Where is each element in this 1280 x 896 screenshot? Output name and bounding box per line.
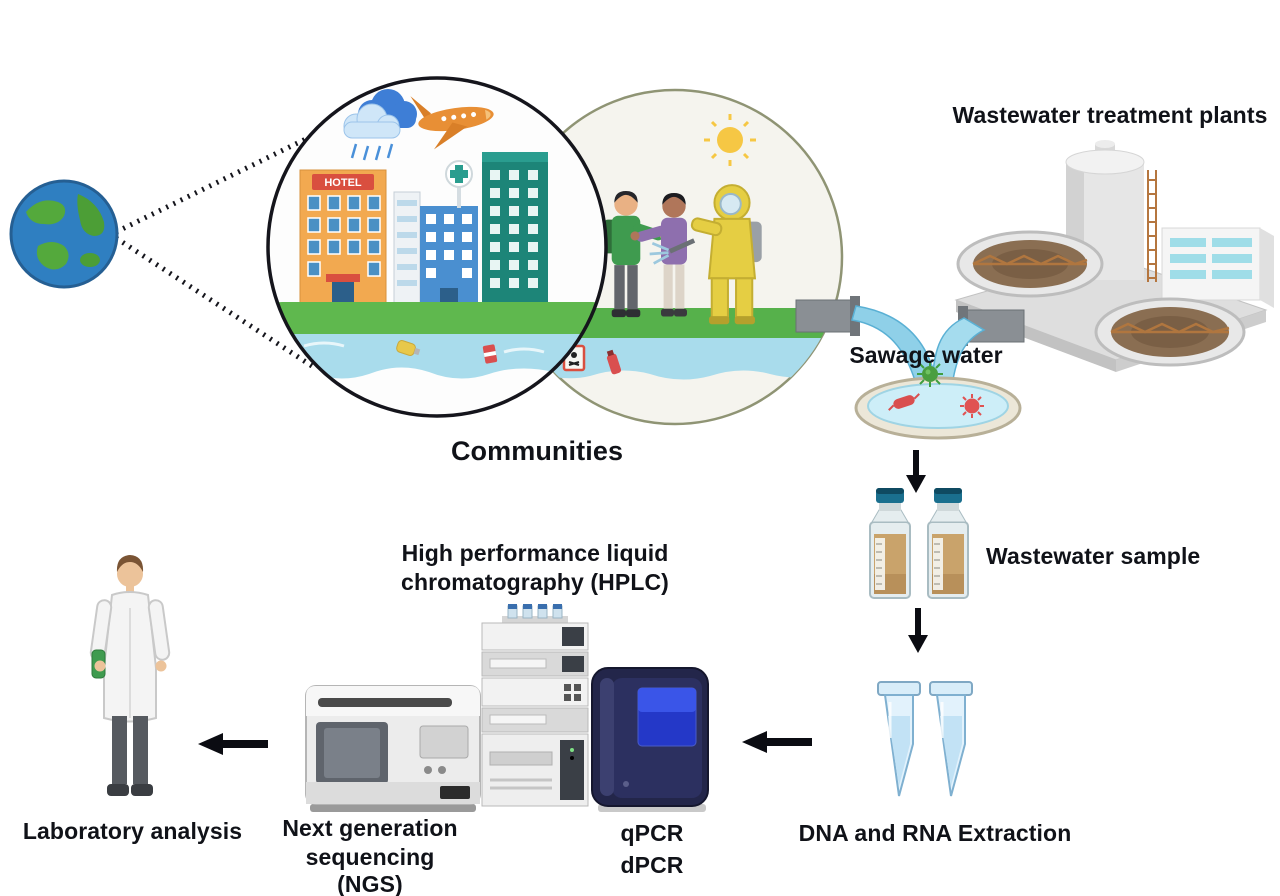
scientist-illustration: [89, 555, 171, 796]
hplc-label-line2: chromatography (HPLC): [401, 569, 669, 595]
city-scene-circle: HOTEL: [266, 76, 608, 418]
polluted-water: [534, 338, 830, 380]
ngs-screen: [419, 725, 469, 759]
communities-label: Communities: [450, 436, 624, 466]
grass-strip: [522, 308, 842, 340]
dna-rna-extraction-label: DNA and RNA Extraction: [798, 820, 1072, 846]
rain-cloud-icon: [343, 89, 417, 161]
plant-building: [1161, 227, 1274, 308]
floating-red-can-icon: [482, 344, 498, 364]
hotel-building: HOTEL: [299, 169, 387, 311]
person-hazmat-sprayer: [649, 184, 762, 325]
treatment-plant-illustration: [954, 140, 1274, 372]
dpcr-label: dPCR: [620, 852, 684, 878]
ngs-label-line1: Next generation: [282, 815, 458, 841]
down-arrow-icon: [906, 450, 926, 493]
airplane-icon: [410, 96, 494, 150]
floating-bottle-icon: [606, 349, 622, 375]
clarifier-basin-left: [956, 230, 1104, 298]
ngs-machine-illustration: [305, 685, 481, 812]
hplc-machine-illustration: [481, 604, 589, 807]
hotel-sign-text: HOTEL: [324, 177, 362, 189]
grass-strip: [268, 302, 606, 336]
sun-icon: [704, 114, 756, 166]
person-green-jacket: [603, 191, 670, 318]
sample-bottles-illustration: [869, 488, 969, 599]
red-virus-icon: [960, 394, 984, 418]
clarifier-basin-right: [1094, 297, 1246, 367]
qpcr-machine-illustration: [591, 667, 709, 812]
green-virus-icon: [917, 361, 943, 387]
extraction-tubes-illustration: [877, 681, 973, 797]
teal-building: [482, 152, 548, 310]
left-arrow-icon: [742, 731, 812, 753]
hplc-vials: [507, 604, 563, 619]
left-arrow-icon: [198, 733, 268, 755]
hplc-label-line1: High performance liquid: [401, 540, 669, 566]
microcentrifuge-tube-icon: [877, 681, 921, 797]
qpcr-label: qPCR: [620, 820, 684, 846]
down-arrow-icon: [908, 608, 928, 653]
red-bacterium-icon: [888, 393, 920, 411]
medical-cross-icon: [445, 160, 473, 188]
people-scene-circle: [506, 88, 844, 426]
microcentrifuge-tube-icon: [929, 681, 973, 797]
sewage-water-label: Sawage water: [849, 342, 1003, 368]
floating-yellow-bottle-icon: [396, 340, 421, 356]
earth-globe-icon: [9, 179, 119, 289]
treatment-plants-label: Wastewater treatment plants: [952, 102, 1268, 128]
sewage-splash-illustration: [795, 296, 1025, 440]
zoom-dotted-lines: [114, 129, 322, 371]
laboratory-analysis-label: Laboratory analysis: [22, 818, 243, 844]
sewer-pipe-left: [795, 299, 859, 333]
ngs-label-line2: sequencing (NGS): [305, 844, 435, 896]
river-water: [268, 334, 606, 379]
sample-bottle-icon: [927, 488, 969, 599]
sample-bottle-icon: [869, 488, 911, 599]
wastewater-sample-label: Wastewater sample: [986, 543, 1201, 569]
